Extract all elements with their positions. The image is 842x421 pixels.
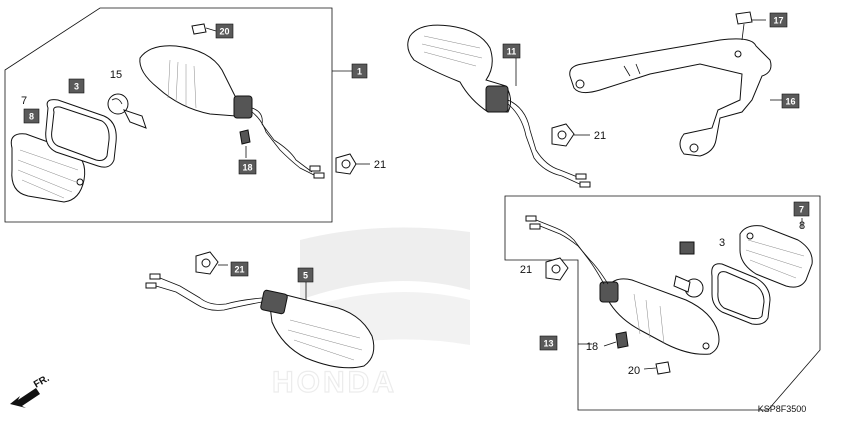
callout-3-left: 3	[68, 78, 85, 94]
winker-housing-left	[139, 45, 325, 179]
callout-15: 15	[110, 69, 122, 81]
nut-left	[335, 153, 370, 175]
honda-wing-watermark: HONDA	[271, 227, 470, 400]
callout-18-right: 18	[586, 341, 598, 353]
callout-7-right: 7	[793, 201, 810, 217]
callout-7-right-text: 7	[799, 205, 804, 215]
callout-7-left: 7	[21, 95, 27, 107]
front-direction-arrow: FR.	[10, 373, 52, 408]
grommet-left	[239, 129, 251, 158]
screw-13	[643, 361, 671, 375]
callout-16: 16	[781, 93, 800, 109]
callout-3-left-text: 3	[74, 82, 79, 92]
nut-11	[551, 123, 590, 147]
callout-5: 5	[297, 267, 314, 283]
bolt-17	[735, 11, 766, 41]
callout-11-text: 11	[507, 47, 517, 57]
screw-top-left	[191, 23, 217, 35]
callout-20-right: 20	[628, 365, 640, 377]
group-frame-top-left	[4, 7, 333, 223]
lens-right	[739, 225, 813, 288]
callout-13: 13	[539, 335, 558, 351]
callout-20-left: 20	[215, 23, 234, 39]
callout-21-a: 21	[374, 159, 386, 171]
callout-18-left-text: 18	[242, 163, 252, 173]
callout-17: 17	[769, 12, 788, 28]
callout-16-text: 16	[785, 97, 795, 107]
callout-1-text: 1	[357, 67, 362, 77]
callout-21-b: 21	[594, 130, 606, 142]
front-direction-label: FR.	[32, 373, 52, 391]
leader-lines	[305, 58, 803, 345]
callout-13-text: 13	[543, 339, 553, 349]
callout-8-right: 8	[799, 220, 805, 232]
callout-3-right: 3	[719, 237, 725, 249]
diagram-code: KSP8F3500	[758, 404, 807, 414]
winker-assembly-5	[145, 273, 375, 369]
callout-21-d: 21	[520, 264, 532, 276]
winker-assembly-11	[407, 24, 591, 188]
gasket-left	[45, 99, 117, 168]
callout-11: 11	[502, 43, 521, 59]
winker-bracket-16	[569, 38, 772, 157]
callout-17-text: 17	[773, 16, 783, 26]
group-frame-bottom-right	[504, 195, 821, 411]
callout-8-left: 8	[23, 108, 40, 124]
gasket-right	[711, 263, 771, 325]
honda-watermark-text: HONDA	[272, 366, 397, 399]
bulb-right	[673, 241, 704, 298]
nut-13	[545, 257, 569, 281]
callout-20-left-text: 20	[219, 27, 229, 37]
nut-5	[195, 251, 228, 275]
callout-18-left: 18	[238, 159, 257, 175]
callout-21-c-text: 21	[234, 265, 244, 275]
callout-5-text: 5	[303, 271, 308, 281]
callout-21-c: 21	[230, 261, 249, 277]
callout-1: 1	[351, 63, 368, 79]
winker-housing-13	[525, 215, 720, 355]
callout-8-left-text: 8	[29, 112, 34, 122]
bulb-left	[107, 93, 147, 129]
grommet-13	[603, 331, 629, 349]
